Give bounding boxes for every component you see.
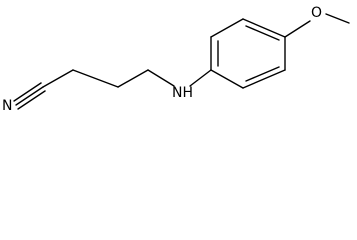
- bond-c3-to-c4: [117, 69, 149, 88]
- bond-o-to-methyl: [325, 13, 350, 24]
- molecule-structure: N NH O: [2, 5, 350, 114]
- benzene-ring: [210, 18, 286, 89]
- ether-o-label: O: [311, 5, 322, 21]
- structure-canvas: N NH O: [0, 0, 357, 116]
- bond-nh-to-ring: [189, 69, 212, 87]
- nitrile-triple-bond: [13, 82, 46, 110]
- bond-nitrile-c-to-c2: [42, 69, 74, 88]
- nitrile-n-label: N: [2, 98, 12, 114]
- bond-ring-to-o: [284, 20, 311, 38]
- bond-c4-to-nh: [147, 69, 175, 87]
- bond-c2-to-c3: [72, 69, 119, 88]
- amine-nh-label: NH: [172, 85, 193, 101]
